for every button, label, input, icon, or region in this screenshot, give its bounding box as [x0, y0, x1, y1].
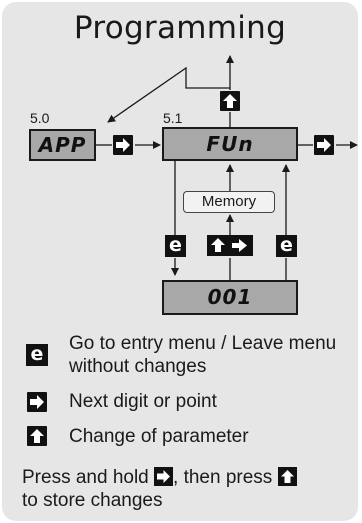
footer-text-press-hold: Press and hold — [22, 467, 149, 488]
footer-text-store: to store changes — [22, 490, 163, 511]
legend-item-enter: Go to entry menu / Leave menu without ch… — [69, 333, 337, 377]
right-arrow-key-icon — [154, 467, 174, 486]
right-arrow-key-icon — [314, 135, 334, 155]
footer-text-then-press: , then press — [173, 467, 273, 488]
value-display: 001 — [162, 280, 298, 315]
programming-panel: Programming — [2, 2, 358, 521]
diagram-title: Programming — [73, 10, 287, 46]
up-arrow-key-icon — [27, 426, 47, 446]
up-arrow-key-icon — [220, 91, 240, 111]
legend-item-change-parameter: Change of parameter — [69, 426, 249, 447]
up-right-arrow-key-icon — [207, 235, 253, 256]
right-arrow-key-icon — [27, 392, 47, 412]
flow-connectors — [96, 55, 358, 280]
fun-display: FUn — [162, 127, 298, 161]
enter-e-key-icon: e — [165, 235, 186, 257]
enter-e-key-icon: e — [276, 235, 297, 257]
legend-footer: Press and hold , then press to store cha… — [22, 466, 358, 512]
up-arrow-key-icon — [277, 467, 297, 486]
memory-label: Memory — [183, 191, 275, 213]
step-number-5-0: 5.0 — [30, 110, 50, 126]
legend-item-next-digit: Next digit or point — [69, 391, 217, 412]
step-number-5-1: 5.1 — [163, 110, 183, 126]
enter-e-key-icon: e — [26, 344, 48, 366]
app-display: APP — [29, 129, 96, 161]
right-arrow-key-icon — [113, 135, 133, 155]
